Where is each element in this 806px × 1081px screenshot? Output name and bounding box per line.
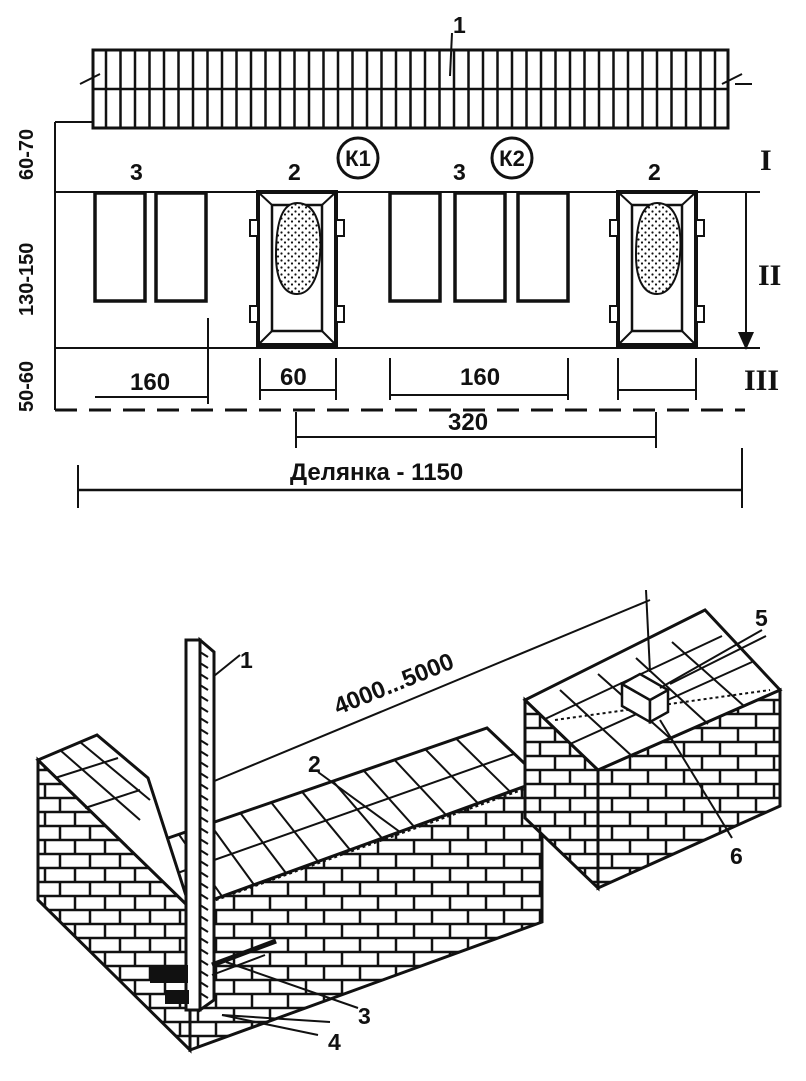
pallets-middle-width-dimension: 160 — [460, 364, 500, 391]
workplace-k1-label: К1 — [345, 146, 371, 171]
zone-marker-1: I — [760, 144, 772, 177]
mortar-box-right — [609, 190, 705, 347]
wall-strip — [79, 48, 752, 130]
mortar-box-left — [249, 190, 345, 347]
section-length-dimension: Делянка - 1150 — [290, 459, 463, 486]
item6-callout: 6 — [730, 843, 743, 869]
pallets-left — [93, 191, 208, 303]
plan-view: 1 60-70 130-150 50-60 I II III 3 — [16, 12, 781, 508]
workplace-k2-label: К2 — [499, 146, 525, 171]
zone3-depth-dimension: 50-60 — [16, 361, 38, 412]
perspective-view: 4000...5000 1 2 3 4 5 6 — [35, 589, 783, 1055]
corner-pole — [184, 636, 216, 1013]
pallets-left-callout: 3 — [130, 159, 143, 185]
workplace-spacing-dimension: 320 — [448, 409, 488, 436]
box-width-dimension: 60 — [280, 364, 307, 391]
item3-callout: 3 — [358, 1003, 371, 1029]
brick-on-block — [619, 672, 671, 725]
cord-callout: 2 — [308, 751, 321, 777]
span-dimension: 4000...5000 — [330, 648, 458, 721]
corner-top — [35, 733, 192, 910]
item5-callout: 5 — [755, 605, 768, 631]
mortar-box-left-callout: 2 — [288, 159, 301, 185]
workplace-k1-marker — [336, 136, 380, 180]
pallets-middle — [388, 191, 570, 303]
zone1-depth-dimension: 60-70 — [16, 129, 38, 180]
zone-marker-2: II — [758, 259, 781, 292]
item4-callout: 4 — [328, 1029, 341, 1055]
workplace-k2-marker — [490, 136, 534, 180]
mortar-box-right-callout: 2 — [648, 159, 661, 185]
pallets-middle-callout: 3 — [453, 159, 466, 185]
zone2-depth-dimension: 130-150 — [16, 243, 38, 316]
pallets-left-width-dimension: 160 — [130, 369, 170, 396]
wall-callout: 1 — [453, 12, 466, 38]
zone-marker-3: III — [744, 364, 779, 397]
pole-callout: 1 — [240, 647, 253, 673]
